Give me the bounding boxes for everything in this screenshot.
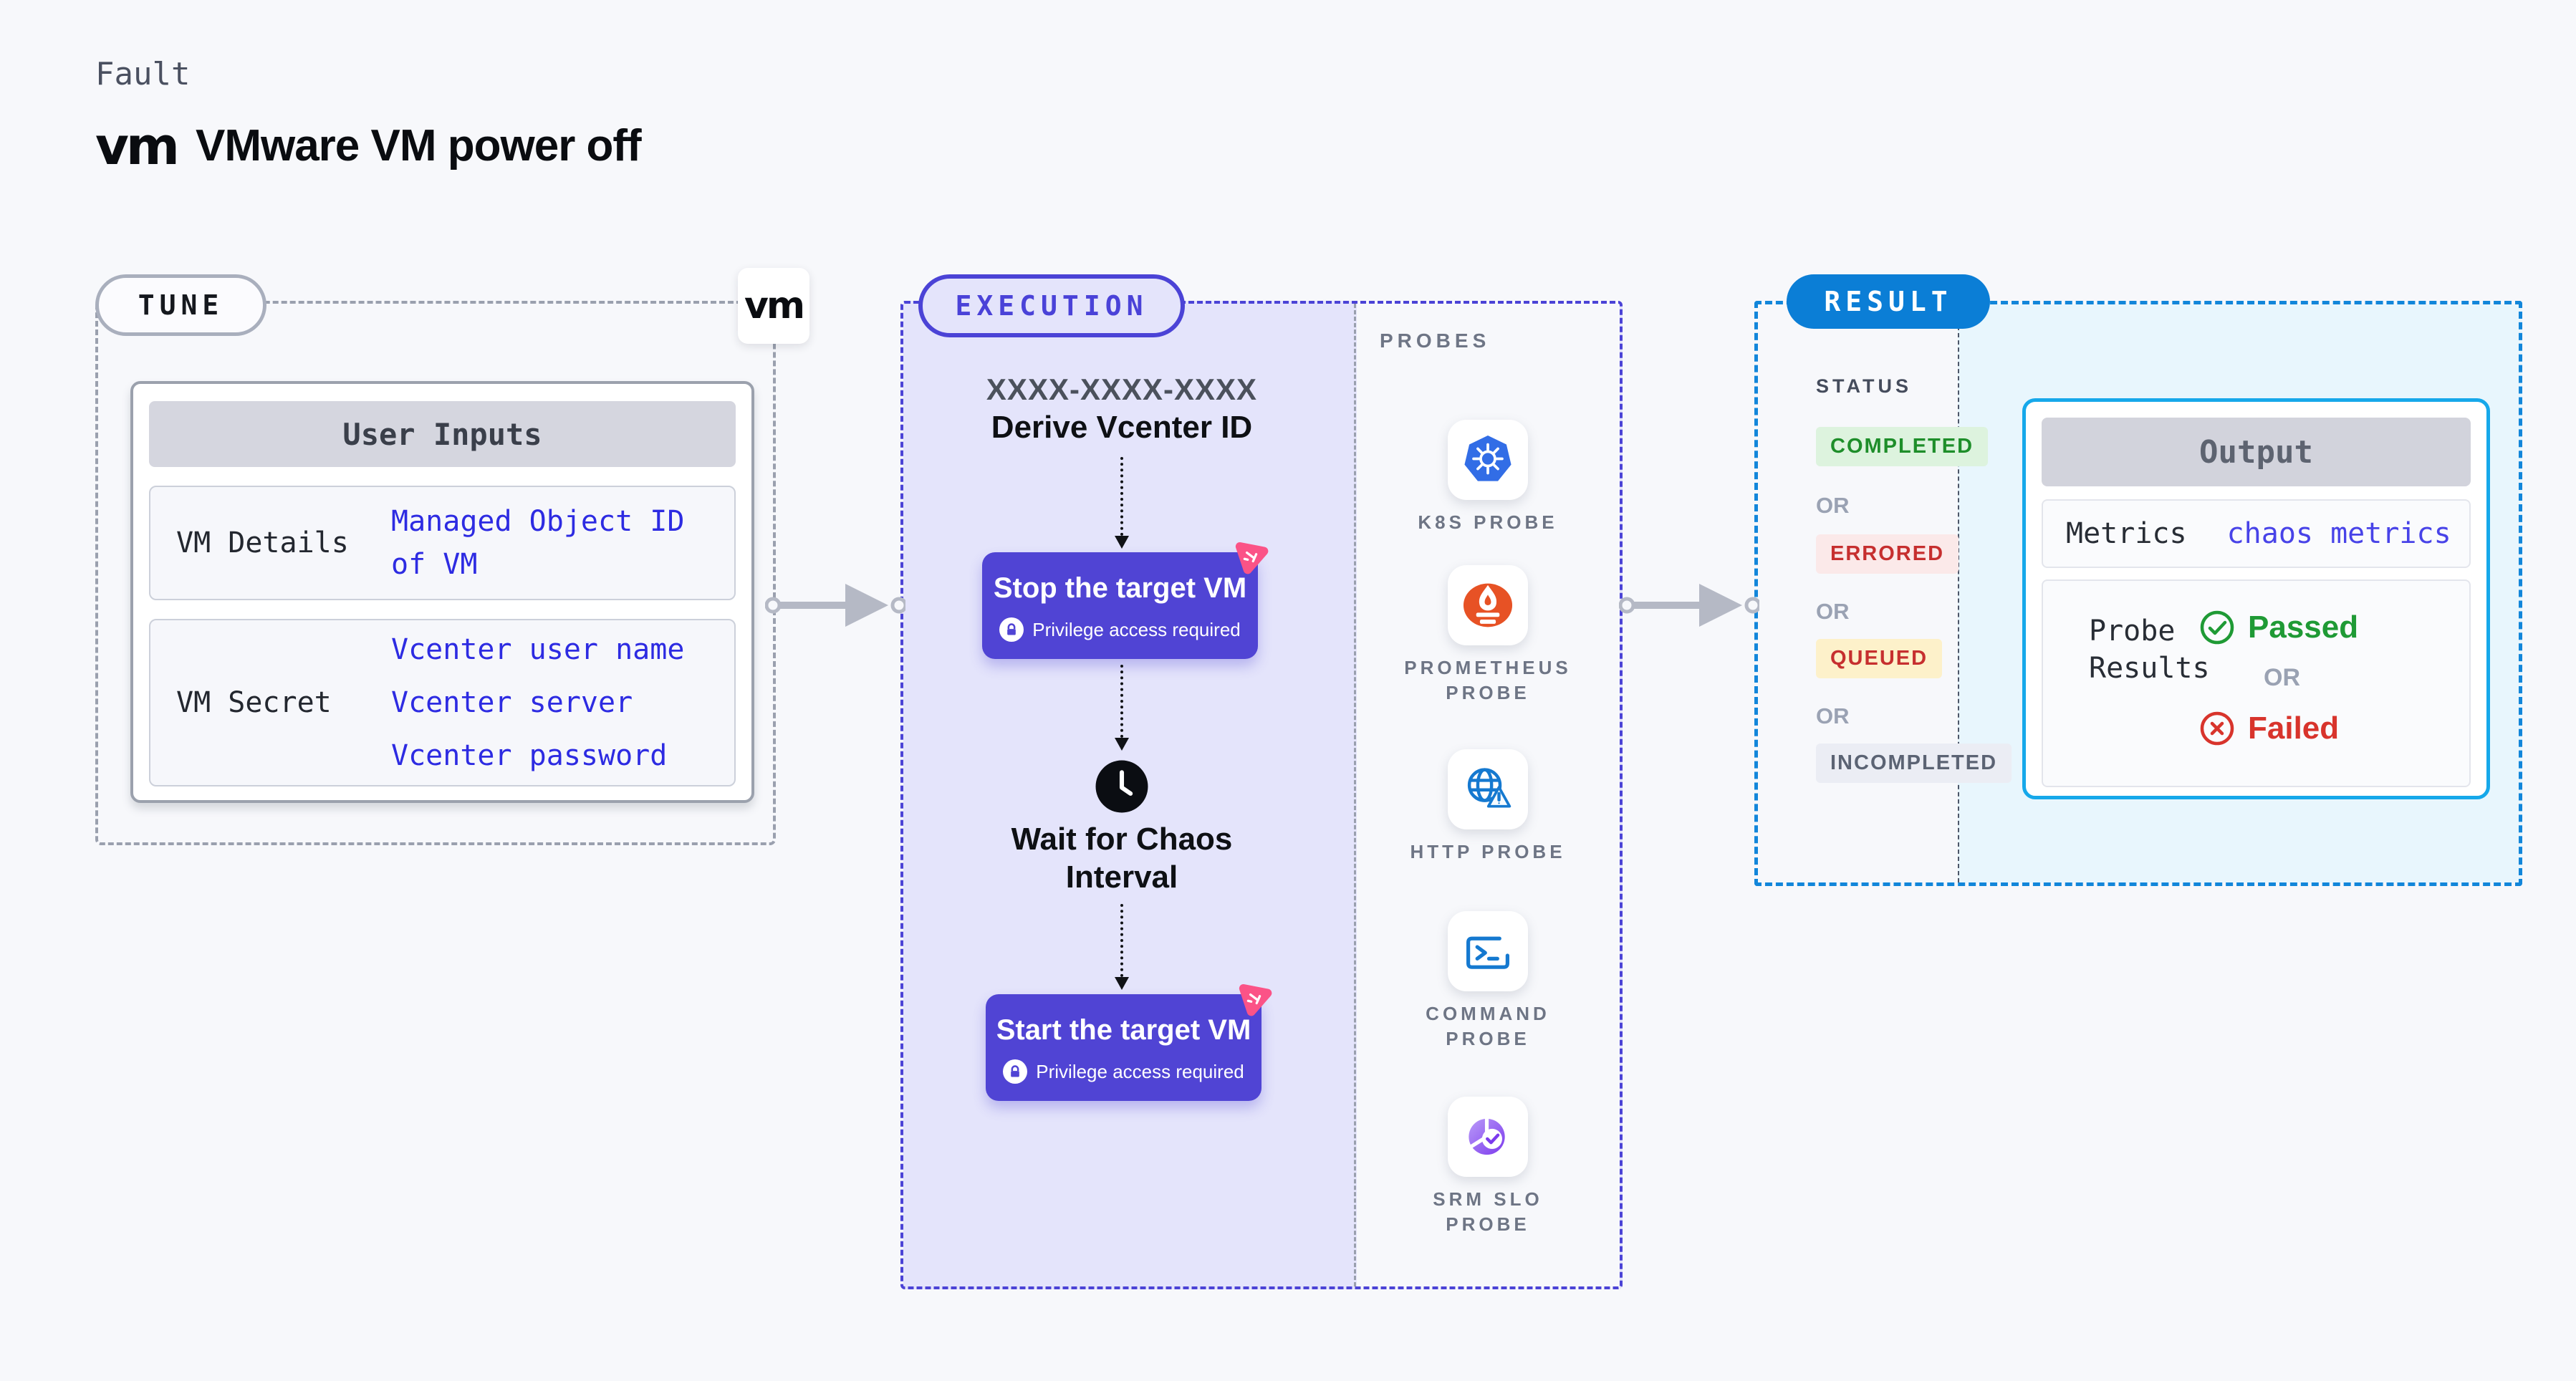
- failed-label: Failed: [2248, 711, 2340, 746]
- row-values: Managed Object ID of VM: [391, 504, 684, 582]
- status-title: STATUS: [1816, 375, 1912, 397]
- result-badge: RESULT: [1787, 274, 1990, 329]
- status-badge-label: ERRORED: [1816, 534, 1959, 574]
- probe-item-srm-slo: SRM SLO PROBE: [1388, 1097, 1588, 1237]
- row-label: VM Details: [176, 526, 349, 559]
- value-line: Vcenter server: [391, 686, 633, 719]
- probe-results-label: Probe Results: [2089, 612, 2222, 687]
- metrics-value: chaos metrics: [2226, 517, 2451, 550]
- terminal-icon: [1448, 911, 1528, 991]
- privilege-note-row: Privilege access required: [989, 617, 1251, 642]
- vmware-card: vm: [738, 268, 809, 344]
- lock-icon: [1003, 1059, 1028, 1084]
- privilege-note-row: Privilege access required: [993, 1059, 1254, 1084]
- wait-clock-icon: [1095, 760, 1148, 813]
- or-separator: OR: [1816, 703, 1850, 728]
- result-section-box: [1754, 301, 2522, 886]
- status-badge-errored: ERRORED: [1816, 534, 1959, 574]
- metrics-label: Metrics: [2066, 517, 2187, 550]
- flow-arrowhead-icon: [1115, 536, 1129, 549]
- wait-for-chaos-step: Wait for Chaos Interval: [979, 821, 1265, 897]
- flow-connector: [1120, 457, 1123, 536]
- execution-to-result-arrow: [1619, 584, 1759, 627]
- fault-kicker: Fault: [95, 56, 191, 92]
- kubernetes-icon: [1448, 420, 1528, 500]
- derive-vcenter-step: Derive Vcenter ID: [991, 410, 1253, 445]
- status-badge-label: COMPLETED: [1816, 427, 1989, 466]
- status-badge-label: QUEUED: [1816, 639, 1943, 678]
- value-line: Managed Object ID: [391, 505, 685, 538]
- slo-donut-icon: [1448, 1097, 1528, 1177]
- flow-connector: [1120, 904, 1123, 977]
- page-title: VMware VM power off: [195, 121, 642, 170]
- wait-label-line: Wait for Chaos: [1011, 822, 1233, 857]
- tune-section-box: [95, 301, 776, 845]
- probe-results-label-line: Results: [2089, 652, 2210, 685]
- probe-item-command: COMMAND PROBE: [1388, 911, 1588, 1052]
- status-badge-label: INCOMPLETED: [1816, 744, 2012, 783]
- or-separator: OR: [2264, 664, 2300, 691]
- status-badge-completed: COMPLETED: [1816, 427, 1989, 466]
- wait-label-line: Interval: [1065, 859, 1178, 895]
- experiment-id-placeholder: XXXX-XXXX-XXXX: [986, 372, 1258, 406]
- output-card: Output Metrics chaos metrics Probe Resul…: [2022, 398, 2490, 799]
- table-row-vm-secret: VM Secret Vcenter user name Vcenter serv…: [149, 619, 736, 786]
- page-title-row: vm VMware VM power off: [95, 116, 642, 176]
- probe-label: PROMETHEUS PROBE: [1404, 657, 1572, 704]
- value-line: of VM: [391, 548, 478, 581]
- failed-line: Failed: [2199, 711, 2358, 746]
- probe-results-label-line: Probe: [2089, 615, 2176, 648]
- check-circle-icon: [2200, 610, 2234, 645]
- user-inputs-header: User Inputs: [149, 401, 736, 467]
- probe-label: K8S PROBE: [1418, 511, 1558, 533]
- user-inputs-card: User Inputs VM Details Managed Object ID…: [130, 381, 754, 803]
- probe-label: HTTP PROBE: [1410, 841, 1566, 862]
- prometheus-icon: [1448, 565, 1528, 645]
- or-separator: OR: [1816, 493, 1850, 518]
- flow-arrowhead-icon: [1115, 738, 1129, 751]
- vmware-logo-icon: vm: [95, 116, 180, 176]
- http-globe-icon: [1448, 749, 1528, 829]
- stop-target-vm-button[interactable]: Stop the target VM Privilege access requ…: [982, 542, 1269, 659]
- chaos-logo-icon: [1239, 983, 1272, 1016]
- value-line: Vcenter user name: [391, 633, 685, 666]
- probe-results-values: Passed OR Failed: [2199, 610, 2358, 746]
- lock-icon: [999, 617, 1024, 642]
- execution-badge: EXECUTION: [918, 274, 1185, 337]
- table-row-vm-details: VM Details Managed Object ID of VM: [149, 486, 736, 600]
- probes-title: PROBES: [1380, 329, 1491, 352]
- stop-button-label: Stop the target VM: [993, 572, 1247, 604]
- probe-item-http: HTTP PROBE: [1388, 749, 1588, 865]
- x-circle-icon: [2200, 711, 2234, 746]
- tune-to-execution-arrow: [765, 584, 905, 627]
- flow-arrowhead-icon: [1115, 977, 1129, 990]
- row-values: Vcenter user name Vcenter server Vcenter…: [391, 632, 684, 773]
- probe-label: COMMAND PROBE: [1426, 1003, 1550, 1050]
- start-target-vm-button[interactable]: Start the target VM Privilege access req…: [986, 983, 1272, 1101]
- tune-badge: TUNE: [95, 274, 266, 336]
- start-button-label: Start the target VM: [996, 1014, 1251, 1046]
- probe-label: SRM SLO PROBE: [1433, 1188, 1543, 1236]
- result-status-divider: [1958, 304, 1959, 882]
- value-line: Vcenter password: [391, 739, 668, 772]
- metrics-row: Metrics chaos metrics: [2042, 499, 2471, 568]
- probe-item-prometheus: PROMETHEUS PROBE: [1388, 565, 1588, 706]
- chaos-logo-icon: [1235, 542, 1269, 574]
- status-badge-incompleted: INCOMPLETED: [1816, 744, 2012, 783]
- execution-probes-divider: [1354, 304, 1356, 1286]
- privilege-note: Privilege access required: [1032, 618, 1241, 640]
- privilege-note: Privilege access required: [1036, 1060, 1244, 1082]
- row-label: VM Secret: [176, 686, 332, 719]
- or-separator: OR: [1816, 599, 1850, 624]
- probe-results-row: Probe Results Passed OR Fai: [2042, 579, 2471, 787]
- passed-label: Passed: [2248, 610, 2359, 645]
- output-header: Output: [2042, 418, 2471, 486]
- status-badge-queued: QUEUED: [1816, 639, 1943, 678]
- passed-line: Passed: [2199, 610, 2358, 645]
- vmware-logo-icon: vm: [744, 284, 805, 327]
- probe-item-k8s: K8S PROBE: [1388, 420, 1588, 535]
- flow-connector: [1120, 665, 1123, 738]
